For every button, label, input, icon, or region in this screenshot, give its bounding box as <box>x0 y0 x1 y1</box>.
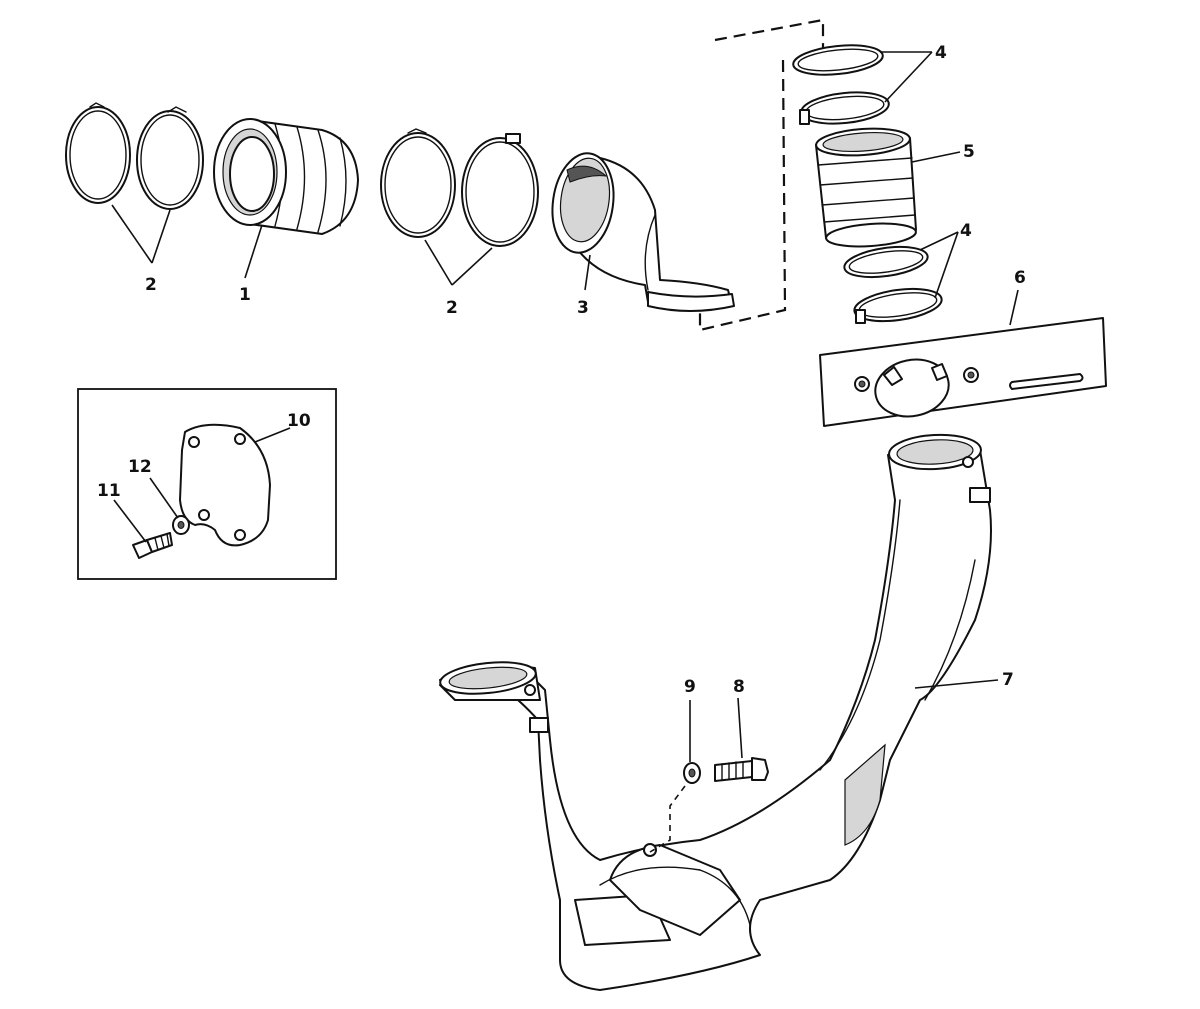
bracket-10[interactable] <box>179 423 271 547</box>
leader-lines <box>111 51 1019 762</box>
callout-11: 11 <box>97 481 121 501</box>
exhaust-y-pipe-7[interactable] <box>439 433 992 991</box>
hose-clamp-4-lower-a[interactable] <box>842 242 929 281</box>
washer-alignment-line <box>649 785 686 853</box>
callout-4-upper: 4 <box>935 43 947 63</box>
washer-12[interactable] <box>172 515 190 535</box>
exhaust-hose-5[interactable] <box>815 126 917 249</box>
callout-8: 8 <box>733 677 745 697</box>
callout-9: 9 <box>684 677 696 697</box>
hose-clamp-4-upper-b[interactable] <box>799 88 891 127</box>
callout-2-left: 2 <box>145 275 157 295</box>
hose-clamp-2-right-b[interactable] <box>461 133 539 247</box>
bolt-8[interactable] <box>714 757 769 782</box>
exhaust-hose-1[interactable] <box>213 118 359 235</box>
callout-6: 6 <box>1014 268 1026 288</box>
exhaust-elbow-3[interactable] <box>546 149 735 312</box>
bolt-11[interactable] <box>132 532 173 559</box>
callout-7: 7 <box>1002 670 1014 690</box>
callout-1: 1 <box>239 285 251 305</box>
mounting-plate-6[interactable] <box>819 317 1107 427</box>
dashed-group-boundary <box>698 18 825 332</box>
callout-12: 12 <box>128 457 152 477</box>
callout-2-right: 2 <box>446 298 458 318</box>
hose-clamp-4-upper-a[interactable] <box>792 41 884 78</box>
hose-clamp-2-left-a[interactable] <box>65 102 131 204</box>
hose-clamp-2-right-a[interactable] <box>380 128 456 238</box>
washer-9[interactable] <box>683 762 701 784</box>
hose-clamp-2-left-b[interactable] <box>136 106 204 210</box>
callout-5: 5 <box>963 142 975 162</box>
inset-frame <box>77 388 337 580</box>
callout-10: 10 <box>287 411 311 431</box>
hose-clamp-4-lower-b[interactable] <box>852 284 943 326</box>
callout-3: 3 <box>577 298 589 318</box>
callout-labels: 1 2 2 3 4 4 5 6 7 8 9 10 11 12 <box>97 43 1026 697</box>
callout-4-lower: 4 <box>960 221 972 241</box>
